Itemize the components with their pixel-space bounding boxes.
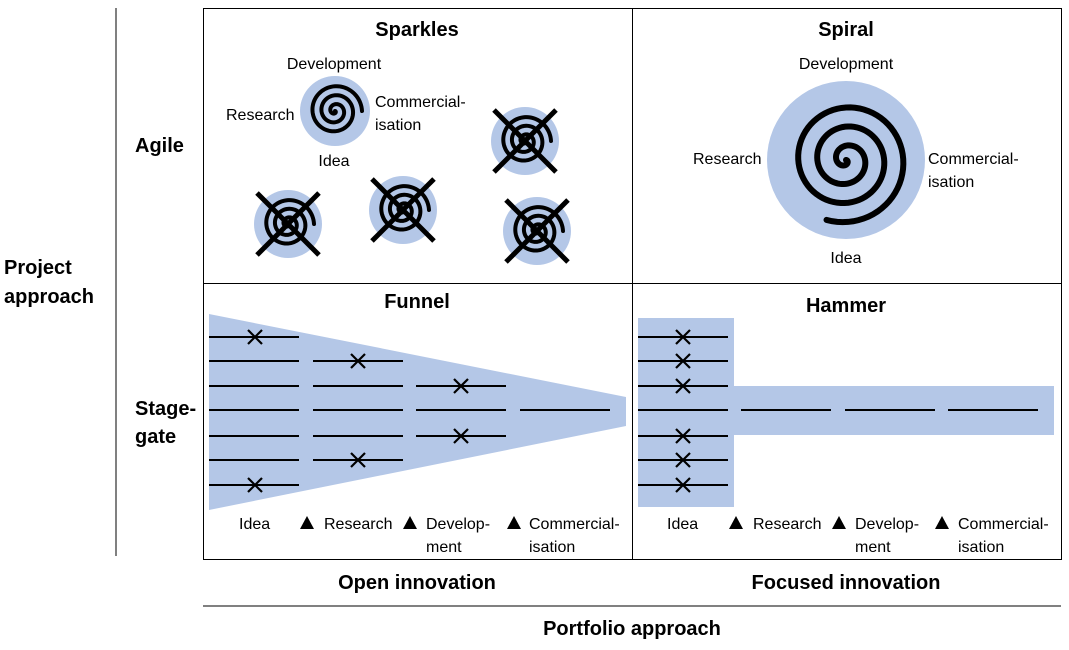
- sparkles-project-stopped: [491, 107, 559, 175]
- spiral-label-development: Development: [799, 56, 894, 73]
- stage-label: Research: [753, 516, 821, 533]
- cross-mark-icon: [675, 477, 691, 493]
- triangle-gate-icon: [403, 516, 417, 529]
- column-label-focused: Focused innovation: [752, 572, 941, 594]
- quadrant-hammer: Hammer Idea Research Develop-ment Commercia…: [638, 295, 1054, 556]
- sparkles-label-idea: Idea: [318, 153, 349, 170]
- triangle-gate-icon: [300, 516, 314, 529]
- stage-label: Research: [324, 516, 392, 533]
- stage-label: Idea: [239, 516, 270, 533]
- cross-mark-icon: [504, 198, 570, 264]
- spiral-project-main: [767, 81, 925, 239]
- spiral-icon: [795, 104, 907, 226]
- sparkles-project-stopped: [369, 176, 437, 244]
- funnel-shape: [209, 314, 626, 510]
- triangle-gate-icon: [935, 516, 949, 529]
- stage-label: Commercial-isation: [529, 516, 620, 556]
- quadrant-spiral: Spiral Development Research Commercial- …: [693, 19, 1023, 267]
- row-label-stagegate: Stage- gate: [135, 398, 202, 448]
- cross-mark-icon: [492, 108, 558, 174]
- spiral-icon: [513, 205, 565, 253]
- cross-mark-icon: [675, 378, 691, 394]
- funnel-stages: Idea Research Develop-ment Commercial-isati…: [239, 516, 620, 556]
- cross-mark-icon: [370, 177, 436, 243]
- spiral-icon: [310, 84, 364, 134]
- sparkles-label-research: Research: [226, 107, 294, 124]
- stage-label: Develop-ment: [426, 516, 490, 556]
- sparkles-project-active: [300, 76, 370, 146]
- cross-mark-icon: [350, 353, 366, 369]
- triangle-gate-icon: [832, 516, 846, 529]
- sparkles-label-commercialisation: Commercial- isation: [375, 94, 470, 134]
- hammer-project-lines: [638, 329, 1038, 493]
- triangle-gate-icon: [507, 516, 521, 529]
- row-label-agile: Agile: [135, 135, 184, 157]
- quadrant-funnel: Funnel Idea Research Develop-ment Commercia…: [209, 291, 626, 556]
- spiral-icon: [501, 115, 553, 163]
- spiral-project: [767, 81, 925, 239]
- column-label-open: Open innovation: [338, 572, 496, 594]
- cross-mark-icon: [247, 329, 263, 345]
- spiral-icon: [264, 198, 316, 246]
- stage-label: Idea: [667, 516, 698, 533]
- cross-mark-icon: [675, 428, 691, 444]
- quadrant-sparkles: Sparkles Development Research Commercial…: [226, 19, 571, 265]
- spiral-label-commercialisation: Commercial- isation: [928, 151, 1023, 191]
- cross-mark-icon: [675, 452, 691, 468]
- spiral-title: Spiral: [818, 19, 874, 41]
- spiral-icon: [379, 184, 431, 232]
- cross-mark-icon: [255, 191, 321, 257]
- hammer-stages: Idea Research Develop-ment Commercial-isati…: [667, 516, 1049, 556]
- cross-mark-icon: [453, 428, 469, 444]
- triangle-gate-icon: [729, 516, 743, 529]
- cross-mark-icon: [247, 477, 263, 493]
- cross-mark-icon: [675, 329, 691, 345]
- spiral-label-idea: Idea: [830, 250, 861, 267]
- cross-mark-icon: [675, 353, 691, 369]
- spiral-label-research: Research: [693, 151, 761, 168]
- hammer-title: Hammer: [806, 295, 886, 317]
- portfolio-approach-label: Portfolio approach: [543, 618, 721, 640]
- cross-mark-icon: [453, 378, 469, 394]
- sparkles-projects: [254, 76, 571, 265]
- cross-mark-icon: [350, 452, 366, 468]
- sparkles-project-stopped: [254, 190, 322, 258]
- funnel-project-lines: [209, 329, 610, 493]
- sparkles-project-stopped: [503, 197, 571, 265]
- project-approach-label: Project approach: [4, 257, 94, 308]
- stage-label: Commercial-isation: [958, 516, 1049, 556]
- sparkles-title: Sparkles: [375, 19, 458, 41]
- funnel-title: Funnel: [384, 291, 450, 313]
- hammer-head-shape: [638, 318, 734, 507]
- sparkles-label-development: Development: [287, 56, 382, 73]
- stage-label: Develop-ment: [855, 516, 919, 556]
